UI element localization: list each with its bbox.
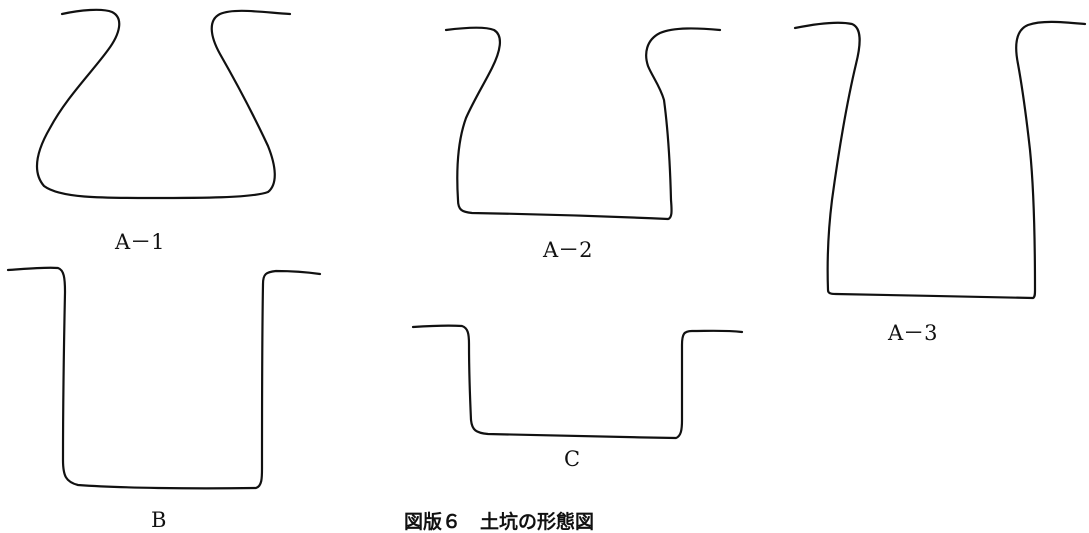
pit-c-profile (411, 324, 744, 440)
pit-a2: A－2 (444, 26, 722, 262)
pit-a3-profile (793, 20, 1087, 300)
pit-c: C (411, 324, 744, 471)
pit-a1-profile (35, 8, 292, 200)
pit-a1: A－1 (35, 8, 292, 254)
pit-a2-label: A－2 (542, 238, 593, 262)
pit-b: B (6, 266, 322, 532)
pit-a1-label: A－1 (114, 230, 165, 254)
figure-caption: 図版６ 土坑の形態図 (404, 510, 594, 533)
pit-a3-label: A－3 (887, 321, 938, 345)
pit-b-label: B (151, 508, 166, 532)
pit-a3: A－3 (793, 20, 1087, 345)
pit-a2-profile (444, 26, 722, 221)
pit-b-profile (6, 266, 322, 490)
pit-c-label: C (564, 447, 580, 471)
